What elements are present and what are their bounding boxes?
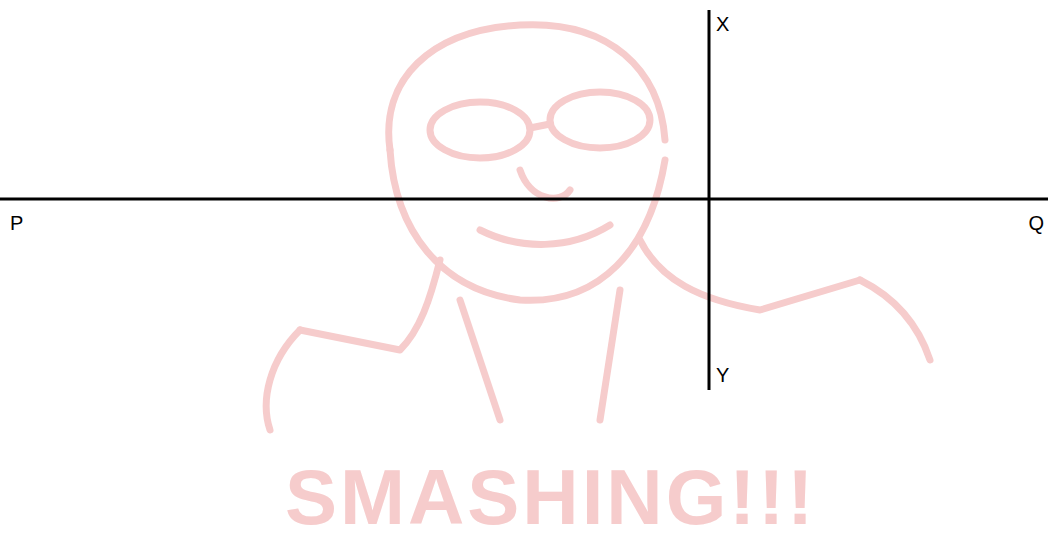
- sketch-lapel-right: [600, 290, 620, 420]
- point-label: X: [716, 14, 729, 34]
- sketch-shoulder-left: [266, 330, 300, 430]
- line-xy: [708, 10, 711, 390]
- sketch-collar-right: [640, 240, 860, 310]
- sketch-nose: [520, 170, 570, 198]
- sketch-shoulder-right: [860, 280, 930, 360]
- sketch-mouth: [480, 225, 610, 244]
- sketch-lapel-left: [460, 300, 500, 420]
- watermark-sketch: [266, 25, 930, 430]
- line-pq: [0, 198, 1048, 201]
- sketch-glasses-bridge: [530, 124, 550, 128]
- point-label: Y: [716, 365, 729, 385]
- point-label: P: [10, 213, 23, 233]
- sketch-glasses-left: [430, 102, 530, 158]
- sketch-collar-left: [300, 260, 440, 350]
- point-label: Q: [1028, 213, 1044, 233]
- sketch-face: [390, 150, 665, 300]
- watermark-text: SMASHING!!!: [285, 458, 816, 536]
- sketch-glasses-right: [550, 92, 650, 148]
